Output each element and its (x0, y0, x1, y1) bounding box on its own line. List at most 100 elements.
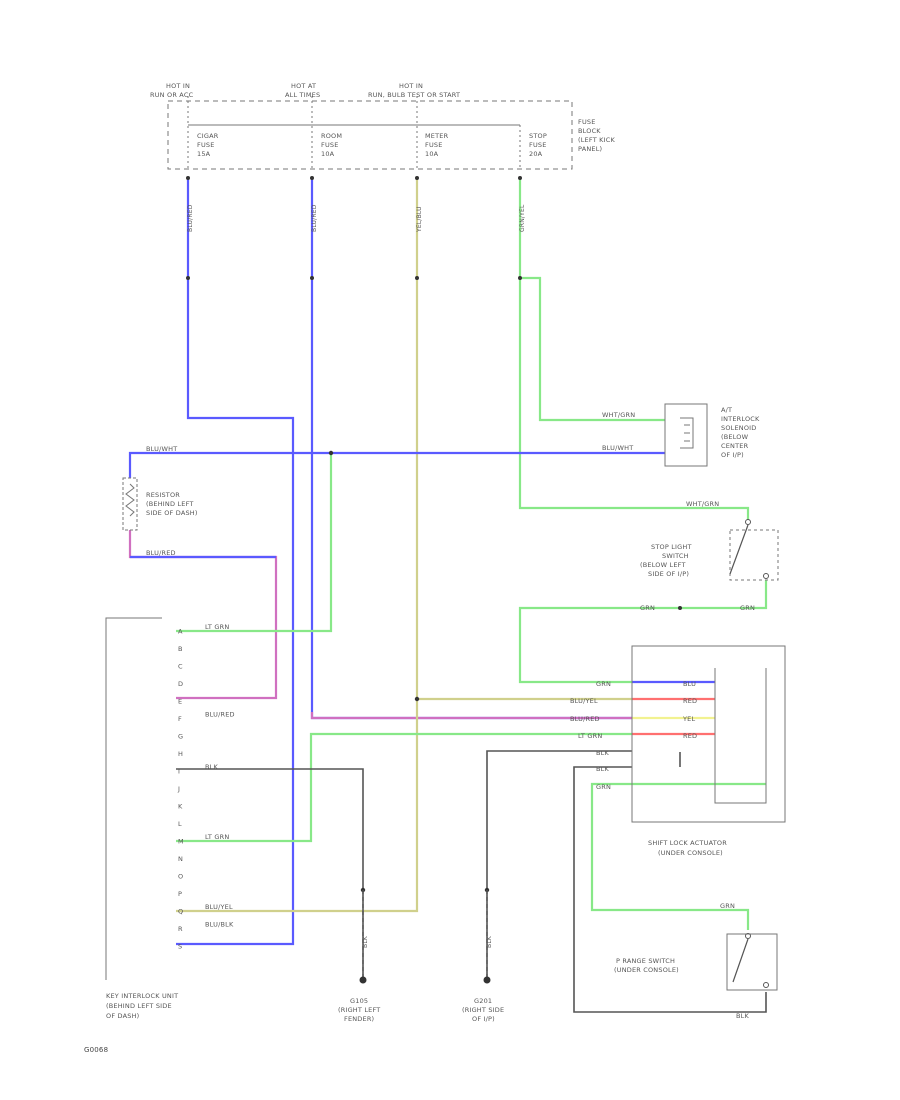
key-pin-b: B (178, 645, 183, 653)
fuse-wire-label-2: BLU/RED (311, 204, 318, 232)
resistor-label-1: RESISTOR (146, 491, 180, 499)
solenoid-outline (664, 403, 708, 467)
fuse-room-fuse: FUSE (321, 141, 339, 149)
key-pin-k: K (178, 803, 183, 811)
dot-fuse-3-bottom (415, 276, 419, 280)
wire-wht-grn-solenoid (518, 178, 665, 422)
actuator-label-1: SHIFT LOCK ACTUATOR (648, 839, 727, 847)
g201-ground-icon (483, 976, 491, 984)
wire-grn-stop-out (518, 580, 768, 684)
label-solenoid-top-wire: WHT/GRN (602, 411, 635, 419)
interlock-solenoid: WHT/GRN BLU/WHT A/T INTERLOCK SOLENOID (… (602, 403, 760, 467)
key-pin-c: C (178, 663, 183, 671)
actuator-outer-box (631, 645, 786, 823)
g105-label-3: FENDER) (344, 1015, 374, 1023)
key-pin-g: G (178, 733, 183, 741)
actuator-right-label-2: RED (683, 697, 697, 705)
solenoid-label-5: CENTER (721, 442, 749, 450)
hot-label-1a: HOT IN (166, 82, 190, 90)
hot-label-3a: HOT IN (399, 82, 423, 90)
resistor: RESISTOR (BEHIND LEFT SIDE OF DASH) BLU/… (122, 445, 198, 557)
fuse-connector-dots (186, 176, 682, 893)
actuator-right-label-3: YEL (682, 715, 695, 723)
stop-switch-arm (729, 524, 749, 575)
actuator-left-label-4: LT GRN (578, 732, 602, 740)
actuator-left-label-7: GRN (596, 783, 611, 791)
key-unit-outline (105, 617, 162, 980)
fuse-block: HOT IN RUN OR ACC HOT AT ALL TIMES HOT I… (150, 82, 615, 170)
g201-label-2: (RIGHT SIDE (462, 1006, 504, 1014)
dot-fuse-2-top (310, 176, 314, 180)
actuator-left-label-5: BLK (596, 749, 609, 757)
fuse-stop-name: STOP (529, 132, 547, 140)
key-pin-wire-r: BLU/BLK (205, 921, 234, 929)
splice-blu-wht (328, 450, 334, 456)
wire-blu-red-room-tail (310, 712, 632, 720)
wire-grn-prange (590, 782, 750, 930)
fuse-stop-amps: 20A (529, 150, 543, 158)
label-stop-top-wire: WHT/GRN (686, 500, 719, 508)
p-range-label-1: P RANGE SWITCH (616, 957, 675, 965)
fuse-cigar-amps: 15A (197, 150, 211, 158)
key-pin-wire-m: LT GRN (205, 833, 229, 841)
wire-wht-grn-stop (518, 278, 750, 520)
stop-switch-terminal-bottom (763, 573, 769, 579)
solenoid-coil-icon (680, 417, 694, 449)
g201-label-3: OF I/P) (472, 1015, 495, 1023)
label-p-range-bottom-wire: BLK (736, 1012, 749, 1020)
dot-stop-out (678, 606, 682, 610)
fuse-stop-fuse: FUSE (529, 141, 547, 149)
stop-switch-label-1: STOP LIGHT (651, 543, 692, 551)
resistor-label-3: SIDE OF DASH) (146, 509, 198, 517)
key-pin-wire-q: BLU/YEL (205, 903, 233, 911)
solenoid-label-1: A/T (721, 406, 732, 414)
hot-label-2a: HOT AT (291, 82, 316, 90)
key-unit-label-1: KEY INTERLOCK UNIT (106, 992, 178, 1000)
hot-label-2b: ALL TIMES (285, 91, 320, 99)
fuse-cigar-name: CIGAR (197, 132, 219, 140)
fuse-room-name: ROOM (321, 132, 342, 140)
fuse-wire-label-1: BLU/RED (187, 204, 194, 232)
stop-switch-label-2: SWITCH (662, 552, 689, 560)
p-range-terminal-top (745, 933, 751, 939)
key-pin-n: N (178, 855, 183, 863)
fuse-block-loc-1: FUSE (578, 118, 596, 126)
stop-switch-label-3: (BELOW LEFT (640, 561, 686, 569)
label-resistor-top-wire: BLU/WHT (146, 445, 177, 453)
wire-lt-grn-m (176, 732, 632, 843)
g105-label-1: G105 (350, 997, 368, 1005)
hot-label-1b: RUN OR ACC (150, 91, 194, 99)
fuse-block-loc-2: BLOCK (578, 127, 601, 135)
wires (128, 178, 768, 1013)
key-pin-s: S (178, 943, 182, 951)
solenoid-label-3: SOLENOID (721, 424, 756, 432)
shift-lock-actuator: GRN BLU/YEL BLU/RED LT GRN BLK BLK GRN B… (570, 645, 786, 857)
actuator-inner-box (714, 668, 767, 804)
stop-switch-outline (729, 529, 779, 581)
wire-blu-red-room (310, 178, 632, 720)
label-g105-wire: BLK (362, 935, 369, 948)
ground-g201: BLK G201 (RIGHT SIDE OF I/P) (462, 890, 504, 1023)
resistor-label-2: (BEHIND LEFT (146, 500, 194, 508)
hot-label-3b: RUN, BULB TEST OR START (368, 91, 460, 99)
fuse-meter-fuse: FUSE (425, 141, 443, 149)
wire-blk-prange (573, 766, 767, 1013)
fuse-cigar-fuse: FUSE (197, 141, 215, 149)
wire-lt-grn-a (176, 453, 333, 633)
key-pin-j: J (177, 785, 180, 793)
key-unit-label-2: (BEHIND LEFT SIDE (106, 1002, 172, 1010)
actuator-right-label-1: BLU (683, 680, 696, 688)
key-pin-d: D (178, 680, 183, 688)
key-pin-m: M (178, 838, 184, 846)
key-pin-a: A (178, 628, 183, 636)
figure-id: G0068 (84, 1046, 108, 1054)
label-solenoid-bottom-wire: BLU/WHT (602, 444, 633, 452)
p-range-label-2: (UNDER CONSOLE) (614, 966, 679, 974)
dot-fuse-1-top (186, 176, 190, 180)
solenoid-coil-turns (684, 424, 690, 442)
key-pin-r: R (178, 925, 183, 933)
wire-blk-g201 (486, 750, 632, 978)
g105-label-2: (RIGHT LEFT (338, 1006, 380, 1014)
solenoid-label-4: (BELOW (721, 433, 749, 441)
